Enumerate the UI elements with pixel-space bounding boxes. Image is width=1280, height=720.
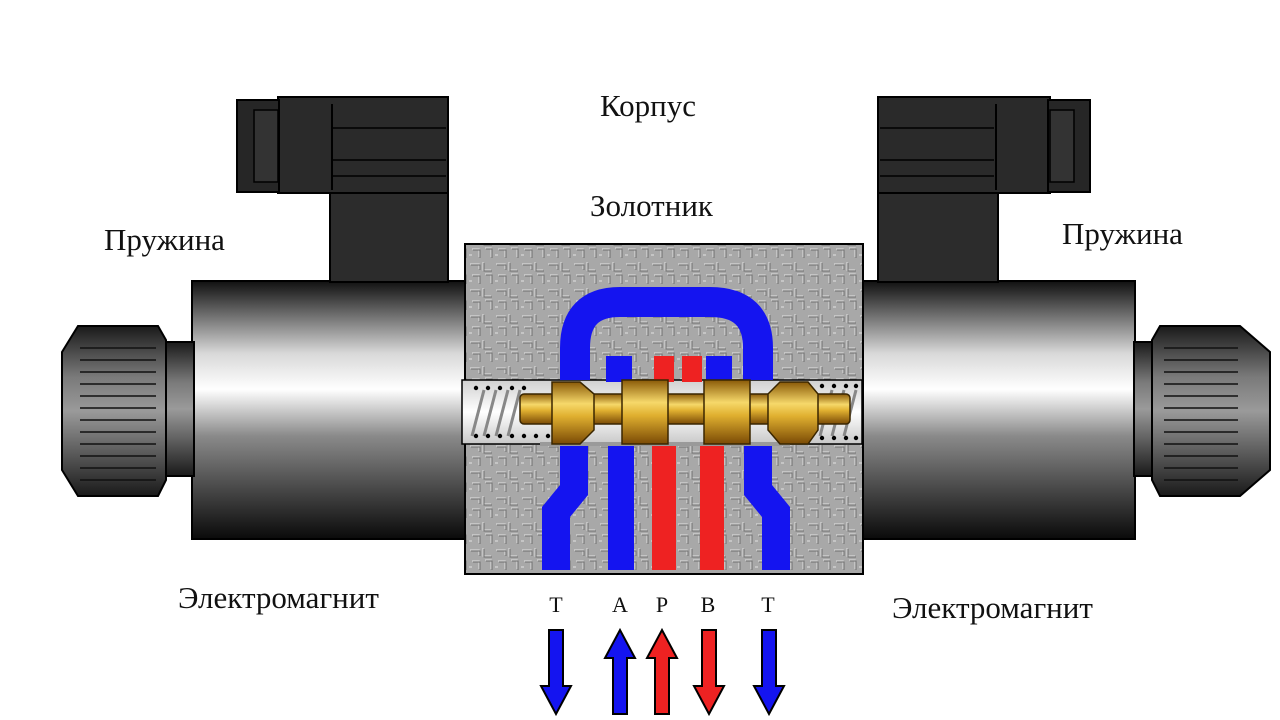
solenoid-right <box>854 280 1271 540</box>
port-p: P <box>655 592 669 617</box>
port-a: A <box>612 592 628 617</box>
flow-arrow-p <box>645 627 679 715</box>
spring-left <box>470 385 551 439</box>
port-t-left: T <box>549 592 563 617</box>
spool-label: Золотник <box>590 188 713 223</box>
connector-right <box>877 96 1091 283</box>
solenoid-left-label: Электромагнит <box>178 580 379 615</box>
connector-left <box>236 96 449 283</box>
spool <box>519 379 851 445</box>
port-b: B <box>700 592 716 617</box>
flow-arrow-a <box>603 627 637 715</box>
return-channel <box>542 287 790 570</box>
flow-arrow-b <box>692 629 726 717</box>
port-t-right: T <box>761 592 775 617</box>
solenoid-left <box>61 280 471 540</box>
housing-label: Корпус <box>600 88 696 123</box>
pressure-channel <box>652 356 724 570</box>
spring-left-label: Пружина <box>104 222 225 257</box>
flow-arrow-t-right <box>752 629 786 717</box>
solenoid-right-label: Электромагнит <box>892 590 1093 625</box>
flow-arrows <box>539 627 786 717</box>
flow-arrow-t-left <box>539 629 573 717</box>
spring-right-label: Пружина <box>1062 216 1183 251</box>
